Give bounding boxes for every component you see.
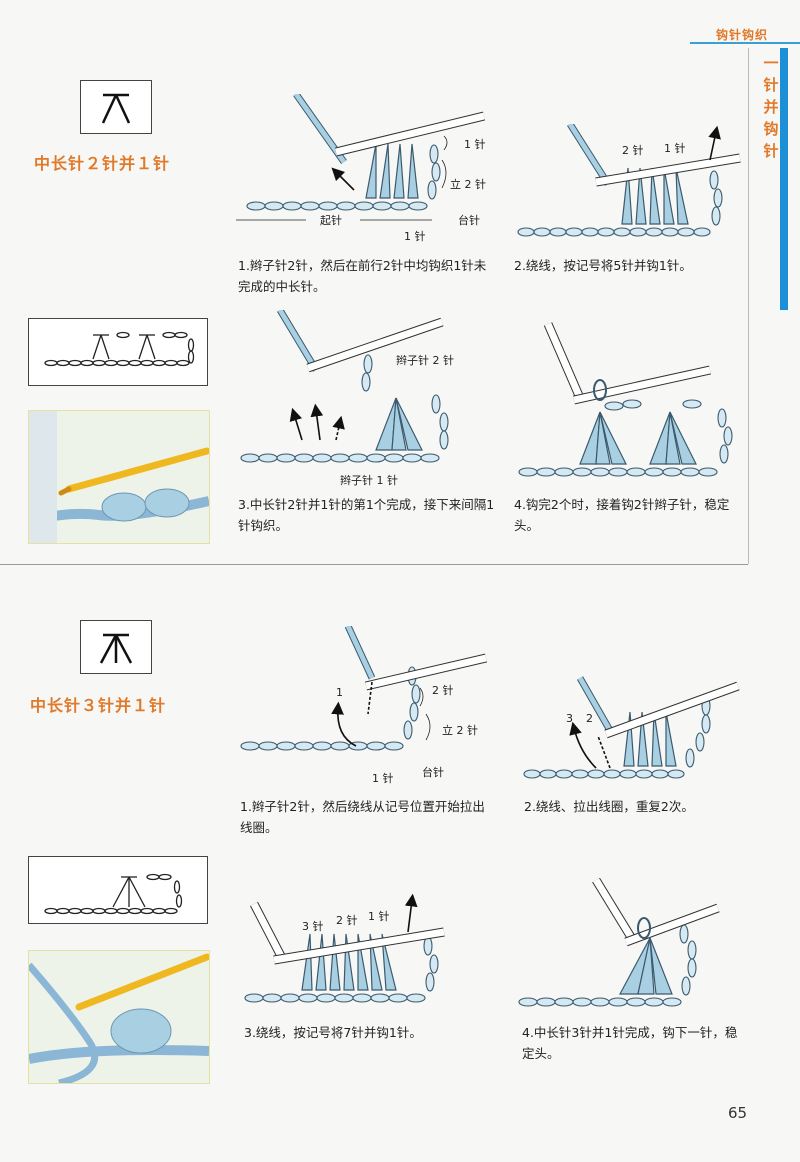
label-3-stitch: 3 针: [302, 919, 324, 933]
side-title-char: 钩: [763, 120, 779, 138]
top-band: [0, 0, 800, 22]
label-1-stitch: 1 针: [368, 909, 390, 923]
label-1-stitch-bottom: 1 针: [404, 229, 426, 243]
label-base: 台针: [422, 765, 444, 779]
crochet-photo-illustration: [29, 411, 209, 543]
sample-photo: [28, 950, 210, 1084]
header-rule: [690, 42, 800, 44]
label-2: 2: [586, 712, 593, 725]
step3-diagram: 辫子针 2 针 辫子针 1 针: [240, 310, 454, 487]
label-stand-2: 立 2 针: [450, 177, 486, 191]
step4-diagram: [518, 322, 733, 477]
label-2-stitch: 2 针: [336, 913, 358, 927]
step-text: 1.辫子针2针，然后绕线从记号位置开始拉出线圈。: [240, 799, 485, 835]
label-3: 3: [566, 712, 573, 725]
step1-diagram: 1 针 立 2 针 台针 起针 1 针: [236, 94, 486, 243]
label-chain-1: 辫子针 1 针: [340, 473, 398, 487]
step1-diagram: 1 2 针 立 2 针 1 针 台针: [240, 626, 488, 785]
label-chain-2: 辫子针 2 针: [396, 353, 454, 367]
side-accent-bar: [780, 48, 788, 310]
step2-diagram: 2 针 1 针: [517, 124, 741, 237]
sample-photo: [28, 410, 210, 544]
label-stand-2: 立 2 针: [442, 723, 478, 737]
stitch-symbol-box: [80, 620, 152, 674]
stitch-symbol-2-together-icon: [101, 93, 131, 124]
step-text: 4.钩完2个时，接着钩2针辫子针，稳定头。: [514, 497, 730, 533]
step2-diagram: 3 2: [523, 676, 740, 779]
step-text: 3.绕线，按记号将7针并钩1针。: [244, 1025, 422, 1040]
side-title-char: 针: [763, 76, 779, 94]
section-title: 中长针３针并１针: [30, 696, 167, 715]
side-title-char: 并: [763, 98, 779, 116]
step-text: 4.中长针3针并1针完成，钩下一针，稳定头。: [522, 1025, 738, 1061]
side-title-char: 针: [763, 142, 779, 160]
side-title-char: 一: [763, 54, 779, 72]
label-1-stitch: 1 针: [372, 771, 394, 785]
stitch-symbol-3-together-icon: [99, 633, 133, 664]
stitch-chart-box: [28, 856, 208, 924]
label-2-stitch: 2 针: [622, 143, 644, 157]
step-text: 3.中长针2针并1针的第1个完成，接下来间隔1针钩织。: [238, 497, 495, 533]
step-text: 2.绕线、拉出线圈，重复2次。: [524, 799, 694, 814]
header-category: 钩针钩织: [716, 28, 769, 42]
step-text: 2.绕线，按记号将5针并钩1针。: [514, 258, 692, 273]
section-title: 中长针２针并１针: [34, 154, 171, 173]
stitch-chart-box: [28, 318, 208, 386]
label-start: 起针: [320, 213, 342, 227]
stitch-chart-diagram: [44, 873, 183, 915]
label-1-stitch: 1 针: [664, 141, 686, 155]
column-rule: [748, 48, 749, 564]
stitch-chart-diagram: [44, 331, 195, 367]
step3-diagram: 3 针 2 针 1 针: [244, 894, 445, 1003]
label-2-stitch: 2 针: [432, 683, 454, 697]
crochet-photo-illustration: [29, 951, 209, 1083]
step4-diagram: [518, 878, 720, 1007]
page-number: 65: [728, 1104, 748, 1122]
label-1: 1: [336, 686, 343, 699]
step-text: 1.辫子针2针，然后在前行2针中均钩织1针未完成的中长针。: [238, 258, 487, 294]
stitch-symbol-box: [80, 80, 152, 134]
section-divider: [0, 564, 748, 565]
side-title: 一 针 并 钩 针: [762, 52, 780, 162]
label-1-stitch: 1 针: [464, 137, 486, 151]
label-base: 台针: [458, 213, 480, 227]
